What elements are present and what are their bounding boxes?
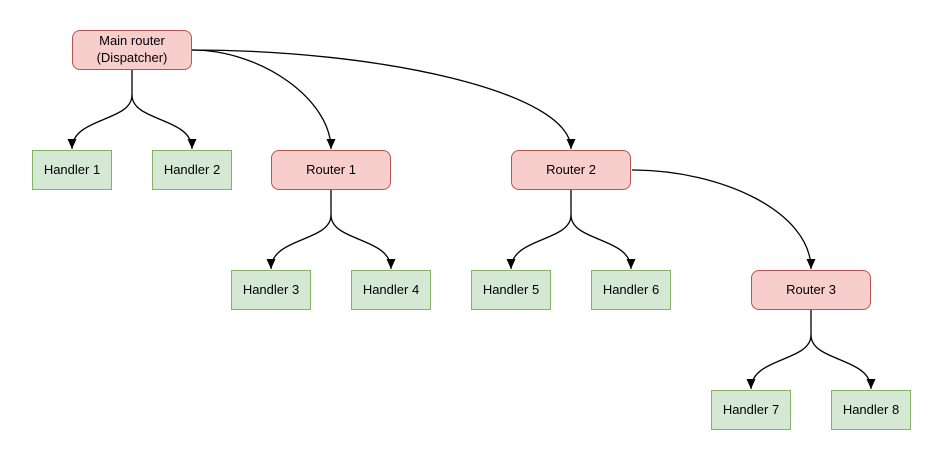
node-router-1: Router 1 [271,150,391,190]
edge-router-3-to-handler-8 [810,334,876,390]
edge-router-1-to-handler-3 [266,214,332,270]
node-router-3: Router 3 [751,270,871,310]
edge-router-3-to-handler-7 [746,334,812,390]
edge-router-2-to-router-3 [631,169,816,270]
node-handler-8: Handler 8 [831,390,911,430]
node-router-2: Router 2 [511,150,631,190]
edge-main-router-to-handler-2 [131,94,197,150]
edge-router-1-to-handler-4 [330,214,396,270]
node-handler-4: Handler 4 [351,270,431,310]
edge-group-router-1-children [266,190,396,270]
node-main-router: Main router (Dispatcher) [72,30,192,70]
edge-router-2-to-handler-6 [570,214,636,270]
node-handler-5: Handler 5 [471,270,551,310]
edge-group-main-router-children [67,70,197,150]
edge-main-router-to-router-2 [191,49,576,150]
node-handler-2: Handler 2 [152,150,232,190]
node-handler-3: Handler 3 [231,270,311,310]
edge-main-router-to-handler-1 [67,94,133,150]
edge-router-2-to-handler-5 [506,214,572,270]
node-handler-7: Handler 7 [711,390,791,430]
edge-group-router-3-children [746,310,876,390]
node-handler-1: Handler 1 [32,150,112,190]
edge-group-router-2-children [506,190,636,270]
edge-main-router-to-router-1 [191,49,336,150]
node-handler-6: Handler 6 [591,270,671,310]
